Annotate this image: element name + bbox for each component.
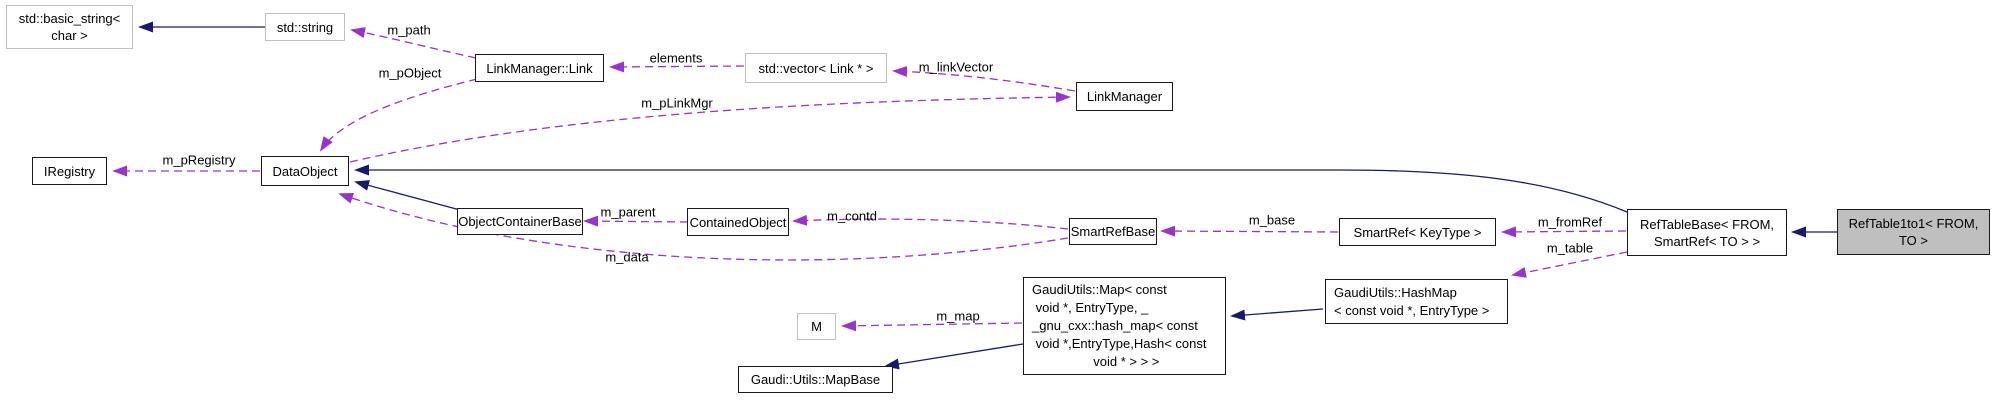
edge-usage-m-pobject: [319, 78, 478, 152]
node-containedobject[interactable]: ContainedObject: [687, 208, 789, 236]
node-linkmanager-link[interactable]: LinkManager::Link: [475, 54, 604, 82]
edge-usage-m-data: [338, 193, 1069, 261]
node-gaudiutils-map[interactable]: GaudiUtils::Map< const void *, EntryType…: [1023, 277, 1226, 375]
edge-label-m-base: m_base: [1248, 212, 1296, 228]
edge-label-m-pregistry: m_pRegistry: [162, 152, 236, 168]
edge-usage-m-linkvector: [892, 66, 1076, 92]
edge-inherit-gaudimap-mapbase: [884, 343, 1024, 370]
node-reftable1to1-current: RefTable1to1< FROM, TO >: [1837, 209, 1990, 255]
node-linkmanager[interactable]: LinkManager: [1076, 82, 1173, 111]
edge-label-m-path: m_path: [387, 22, 431, 38]
edge-usage-m-fromref: [1501, 226, 1627, 238]
edge-usage-m-base: [1160, 225, 1339, 237]
edge-label-m-linkvector: m_linkVector: [918, 59, 994, 75]
edge-label-m-map: m_map: [936, 308, 980, 324]
node-gaudiutils-map-line: void *, EntryType, _: [1032, 300, 1149, 315]
edge-label-m-pobject: m_pObject: [378, 65, 442, 81]
node-dataobject[interactable]: DataObject: [261, 156, 349, 186]
edge-usage-m-table: [1511, 251, 1628, 278]
node-gaudiutils-hashmap-line: < const void *, EntryType >: [1334, 302, 1490, 318]
edge-label-m-table: m_table: [1546, 240, 1594, 256]
node-gaudiutils-hashmap[interactable]: GaudiUtils::HashMap < const void *, Entr…: [1325, 279, 1508, 324]
node-reftablebase[interactable]: RefTableBase< FROM, SmartRef< TO > >: [1627, 209, 1787, 256]
node-smartref-keytype[interactable]: SmartRef< KeyType >: [1339, 218, 1496, 246]
node-smartrefbase[interactable]: SmartRefBase: [1069, 218, 1157, 245]
edge-usage-elements: [609, 61, 745, 73]
node-gaudiutils-hashmap-line: GaudiUtils::HashMap: [1334, 284, 1457, 300]
node-m: M: [797, 313, 836, 340]
edge-label-m-contd: m_contd: [827, 208, 877, 224]
edge-label-m-plinkmgr: m_pLinkMgr: [641, 95, 713, 111]
node-iregistry[interactable]: IRegistry: [32, 157, 107, 185]
node-gaudiutils-map-line: void * > > >: [1089, 354, 1160, 369]
edge-inherit-objectcontainerbase-dataobject: [354, 180, 461, 211]
node-gaudiutils-map-line: _gnu_cxx::hash_map< const: [1032, 318, 1198, 333]
edge-usage-m-map: [841, 320, 1023, 332]
node-gaudiutils-map-line: GaudiUtils::Map< const: [1032, 282, 1167, 297]
node-gaudiutils-map-line: void *,EntryType,Hash< const: [1032, 336, 1207, 351]
node-objectcontainerbase[interactable]: ObjectContainerBase: [457, 208, 583, 235]
edge-label-elements: elements: [649, 50, 703, 66]
edge-usage-m-parent: [583, 215, 689, 227]
edge-label-m-fromref: m_fromRef: [1537, 214, 1603, 230]
node-gaudi-utils-mapbase[interactable]: Gaudi::Utils::MapBase: [738, 366, 893, 393]
edge-inherit-hashmap-gaudimap: [1230, 308, 1324, 321]
node-std-vector-link: std::vector< Link * >: [745, 53, 887, 83]
edge-inherit-reftablebase-dataobject: [354, 164, 1628, 213]
edge-label-m-data: m_data: [605, 249, 649, 265]
node-std-string: std::string: [265, 13, 345, 41]
node-std-basic-string: std::basic_string< char >: [6, 5, 133, 49]
edge-label-m-parent: m_parent: [600, 204, 656, 220]
edge-usage-m-contd: [792, 214, 1069, 230]
edge-usage-m-path: [350, 27, 477, 59]
